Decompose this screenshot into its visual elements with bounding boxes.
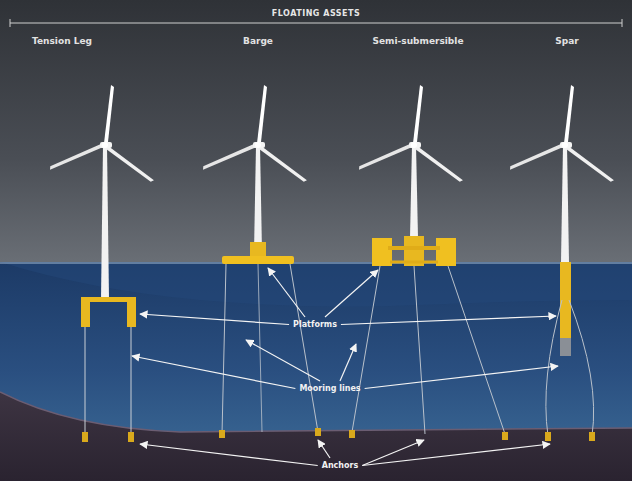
leader-arrow xyxy=(140,444,318,466)
tension-leg-turbine xyxy=(49,85,158,442)
leader-arrow xyxy=(268,268,305,317)
type-label: Semi-submersible xyxy=(373,36,464,46)
water-shade xyxy=(0,262,632,307)
spar-turbine xyxy=(509,85,618,441)
leader-arrow xyxy=(340,344,356,381)
seabed-edge xyxy=(0,392,632,432)
leader-arrow xyxy=(140,314,289,325)
leader-arrow xyxy=(246,340,320,381)
leader-arrow xyxy=(132,356,295,389)
callout-label: Platforms xyxy=(293,320,337,329)
leader-arrow xyxy=(365,366,558,389)
callout-label: Mooring lines xyxy=(299,384,360,393)
sky xyxy=(0,0,632,264)
water-surface xyxy=(0,262,632,264)
seabed xyxy=(0,392,632,481)
leader-arrow xyxy=(318,440,330,458)
callout-label: Anchors xyxy=(322,461,359,470)
leader-arrow xyxy=(341,316,556,325)
type-label: Spar xyxy=(555,36,578,46)
header-rule xyxy=(10,19,622,27)
leader-arrow xyxy=(325,270,378,317)
diagram-title: FLOATING ASSETS xyxy=(272,9,360,18)
type-label: Tension Leg xyxy=(32,36,92,46)
semi-submersible-turbine xyxy=(349,85,508,440)
type-label: Barge xyxy=(243,36,273,46)
sea xyxy=(0,262,632,481)
leader-arrow xyxy=(362,444,550,466)
